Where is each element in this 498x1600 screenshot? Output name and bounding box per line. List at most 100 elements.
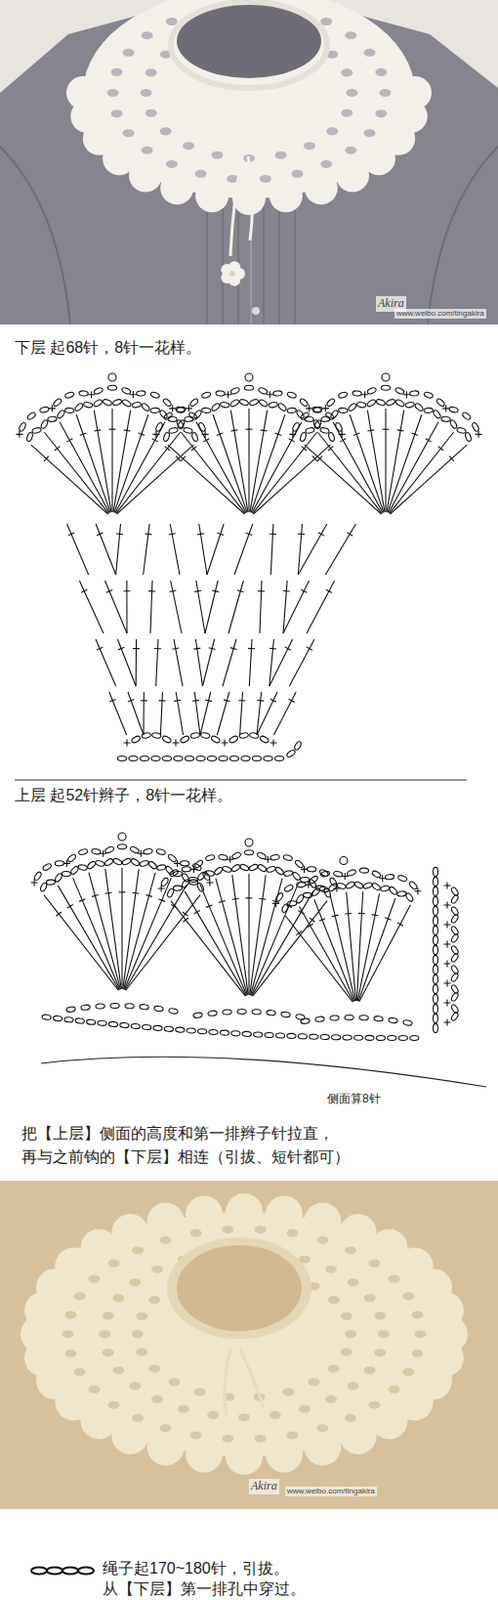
lace-hole — [166, 17, 178, 26]
lace-hole — [374, 109, 387, 118]
chain-stitch — [257, 386, 268, 395]
lace-hole — [344, 31, 357, 40]
chain-stitch — [93, 386, 104, 395]
chain-stitch — [147, 859, 158, 870]
chain-stitch — [433, 875, 439, 885]
stitch-bar — [118, 646, 125, 650]
single-crochet — [442, 404, 450, 412]
lace-hole — [325, 1264, 337, 1273]
double-crochet — [228, 580, 244, 633]
stitch-bar — [230, 429, 238, 431]
single-crochet — [221, 739, 229, 747]
stitch-bar — [43, 456, 49, 461]
lace-hole — [363, 48, 375, 57]
stitch-bar — [230, 647, 238, 650]
lace-hole — [269, 1410, 282, 1418]
double-crochet — [387, 414, 422, 512]
chain-stitch — [155, 421, 165, 432]
double-crochet — [105, 868, 122, 989]
chain-stitch — [26, 431, 35, 442]
chain-stitch — [433, 866, 439, 875]
stitch-bar — [317, 456, 323, 461]
stitch-bar — [165, 446, 170, 451]
lace-hole — [290, 169, 303, 178]
chain-stitch — [332, 870, 343, 877]
double-crochet — [125, 580, 127, 633]
chain-stitch — [405, 891, 415, 902]
chain-stitch — [450, 905, 459, 915]
single-crochet — [361, 390, 369, 398]
chain-stitch — [197, 1027, 208, 1034]
stitch-bar — [297, 533, 305, 536]
single-crochet — [444, 1018, 452, 1026]
double-crochet — [115, 421, 166, 513]
double-crochet — [251, 890, 314, 996]
chain-stitch — [394, 398, 405, 408]
double-crochet — [356, 890, 363, 1000]
lace-hole — [160, 126, 172, 135]
chain-stitch — [207, 755, 216, 761]
chain-stitch — [283, 869, 293, 876]
double-crochet — [127, 691, 144, 735]
chain-stitch — [208, 1028, 218, 1035]
chain-stitch — [117, 843, 126, 849]
double-crochet — [73, 876, 121, 989]
double-crochet — [212, 414, 248, 512]
double-crochet — [389, 431, 455, 513]
stitch-bar — [397, 921, 404, 925]
double-crochet — [304, 444, 382, 514]
chain-stitch — [94, 859, 105, 868]
chain-stitch — [433, 924, 439, 934]
chain-stitch — [46, 1566, 63, 1574]
chain-stitch — [309, 1033, 319, 1038]
stitch-bar — [206, 904, 212, 908]
chain-stitch — [39, 406, 49, 414]
double-crochet — [358, 897, 396, 1000]
chain-stitch — [108, 1020, 119, 1027]
double-crochet — [104, 580, 127, 633]
chain-stitch — [26, 411, 37, 421]
stitch-bar — [218, 900, 226, 903]
double-crochet — [95, 523, 117, 575]
double-crochet — [388, 421, 439, 513]
chain-stitch — [287, 899, 297, 906]
lace-hole — [108, 1258, 121, 1267]
chain-stitch — [300, 1017, 311, 1024]
double-crochet — [125, 894, 201, 991]
chain-stitch — [128, 755, 138, 761]
lace-hole — [151, 1393, 164, 1402]
chain-stitch — [92, 398, 103, 408]
double-crochet — [252, 431, 318, 513]
lace-hole — [112, 1365, 125, 1373]
stitch-bar — [123, 589, 130, 591]
lace-hole — [364, 1365, 376, 1373]
chain-stitch — [353, 1034, 363, 1039]
double-crochet — [256, 691, 278, 735]
single-crochet — [444, 901, 452, 909]
chain-stitch — [175, 406, 186, 414]
chain-stitch — [121, 856, 131, 866]
stitch-bar — [238, 699, 246, 702]
chain-stitch — [291, 421, 301, 432]
stitch-bar — [171, 647, 179, 649]
chain-stitch — [222, 1008, 232, 1015]
lace-hole — [102, 1347, 115, 1356]
chain-stitch — [274, 865, 285, 875]
lace-hole — [221, 1224, 234, 1233]
chain-stitch — [190, 731, 201, 739]
section-divider — [14, 779, 467, 781]
double-crochet — [289, 638, 315, 686]
chain-stitch — [179, 734, 190, 744]
chain-stitch — [266, 865, 277, 873]
double-crochet — [79, 580, 104, 633]
stitch-bar — [270, 698, 277, 702]
chain-stitch — [433, 914, 439, 924]
lace-hole — [87, 1273, 100, 1282]
lace-hole — [344, 1412, 357, 1421]
chain-stitch — [342, 1034, 352, 1039]
chain-stitch — [229, 755, 239, 761]
lace-hole — [112, 1292, 125, 1301]
lace-hole — [344, 1245, 357, 1253]
chain-stitch — [371, 869, 381, 878]
lace-hole — [254, 1433, 267, 1442]
